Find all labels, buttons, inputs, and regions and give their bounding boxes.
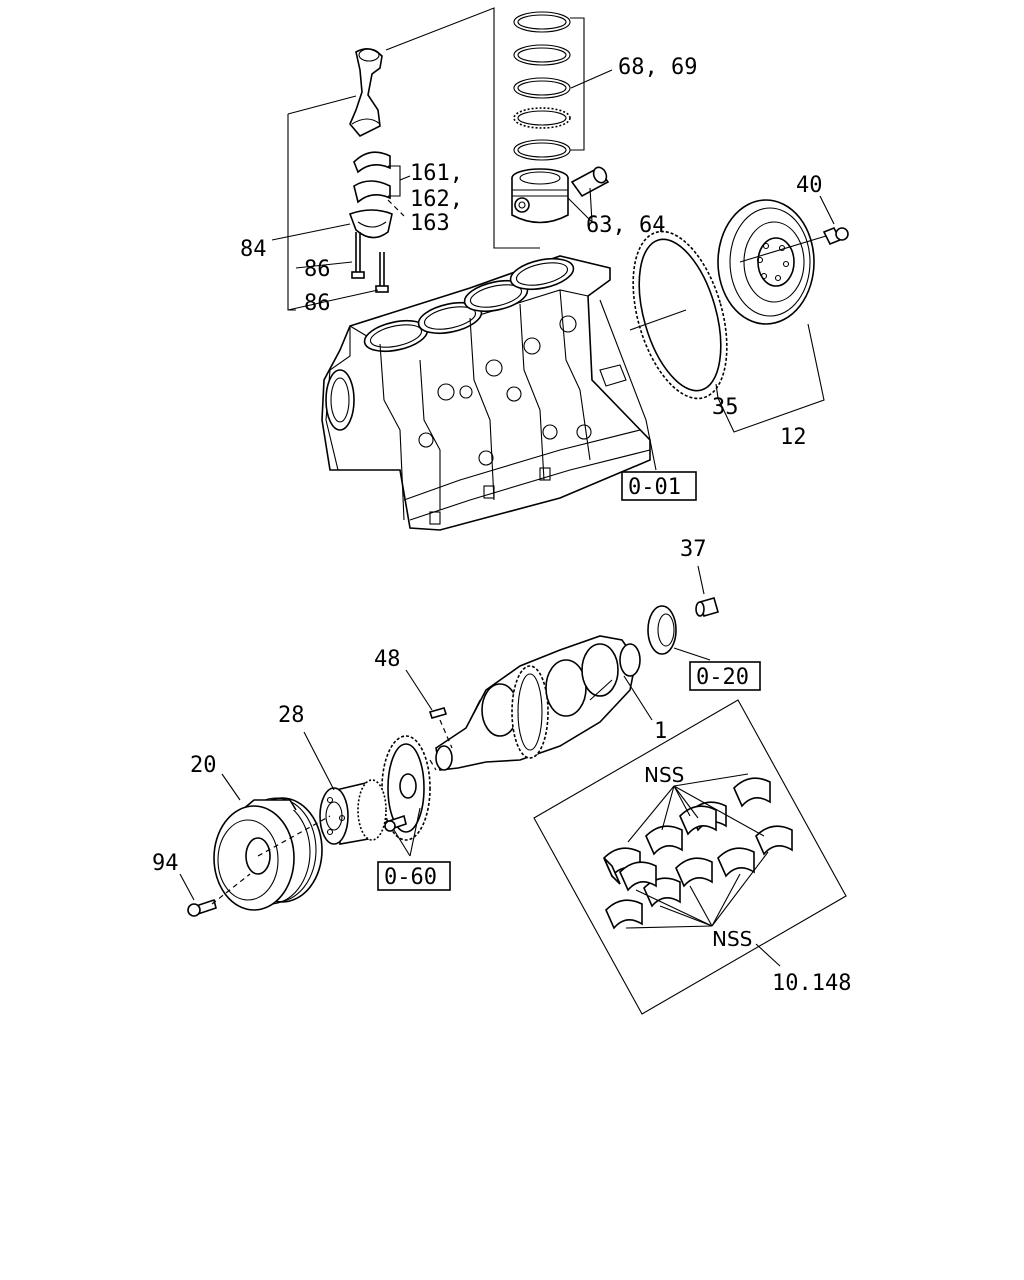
crankshaft [435, 635, 641, 771]
piston-pin [570, 166, 610, 198]
piston-rings [513, 11, 571, 161]
reference-label-0-01: 0-01 [628, 475, 681, 500]
callout-161: 161, [410, 161, 463, 186]
rear-oil-seal [647, 605, 677, 655]
rod-cap [348, 209, 393, 239]
sprocket-bolt [384, 814, 407, 832]
callout-63-64: 63, 64 [586, 213, 665, 238]
nss-leaders [625, 773, 769, 929]
callout-84: 84 [240, 237, 267, 262]
callout-68-69: 68, 69 [618, 55, 697, 80]
flywheel-bolt [822, 226, 849, 246]
rod-bolts [351, 232, 389, 293]
rod-bearing-shells [353, 151, 391, 204]
callout-nss-bottom: NSS [712, 927, 752, 951]
callout-20: 20 [190, 753, 217, 778]
crank-key [428, 707, 448, 719]
callout-86-upper: 86 [304, 257, 331, 282]
crank-pulley [213, 797, 323, 911]
callout-35: 35 [712, 395, 739, 420]
callout-10-148: 10.148 [772, 971, 851, 996]
callout-163: 163 [410, 211, 450, 236]
reference-box-0-01[interactable]: 0-01 [621, 471, 697, 501]
piston [511, 168, 569, 224]
callout-48: 48 [374, 647, 401, 672]
callout-12: 12 [780, 425, 807, 450]
callout-28: 28 [278, 703, 305, 728]
callout-nss-top: NSS [644, 763, 684, 787]
callout-1: 1 [654, 719, 667, 744]
crank-sprocket [381, 735, 431, 841]
callout-86-lower: 86 [304, 291, 331, 316]
dowel-pin [695, 597, 719, 617]
reference-box-0-20[interactable]: 0-20 [689, 661, 761, 691]
callout-40: 40 [796, 173, 823, 198]
callout-162: 162, [410, 187, 463, 212]
callout-94: 94 [152, 851, 179, 876]
flywheel [717, 199, 815, 325]
callout-37: 37 [680, 537, 707, 562]
reference-label-0-20: 0-20 [696, 665, 749, 690]
timing-pulley [319, 779, 387, 845]
reference-box-0-60[interactable]: 0-60 [377, 861, 451, 891]
cylinder-block [321, 255, 651, 531]
main-bearing-kit [533, 699, 847, 1015]
reference-label-0-60: 0-60 [384, 865, 437, 890]
ring-gear [632, 230, 728, 400]
connecting-rod [349, 48, 383, 137]
pulley-bolt [187, 898, 217, 917]
